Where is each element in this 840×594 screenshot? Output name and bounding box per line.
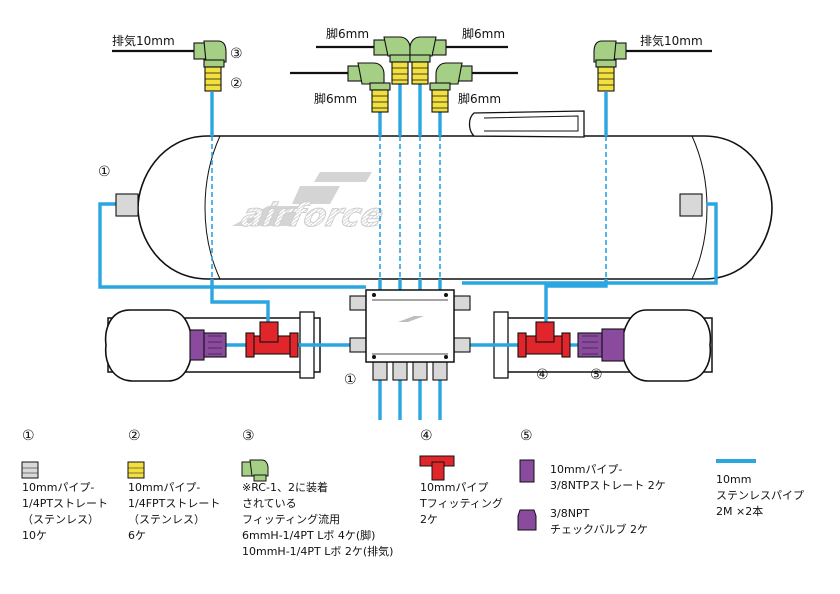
- hose-sleeve: [468, 110, 585, 138]
- tank-right-pipe: [462, 202, 718, 285]
- legend-item-pipe: 10mm ステンレスパイプ 2M ×2本: [716, 472, 804, 520]
- legend-2-line-1: 10mmパイプ-: [128, 481, 201, 494]
- legend-3-line-1: ※RC-1、2に装着: [242, 481, 328, 494]
- label-leg-top-left: 脚6mm: [326, 26, 369, 41]
- legend-num-3: ③: [242, 428, 255, 444]
- silver-manifold-bottom-1: [372, 361, 388, 381]
- legend-1-line-3: （ステンレス）: [22, 513, 99, 526]
- legend-swatch-yellow: [127, 461, 145, 479]
- legend-item-2: ② 10mmパイプ- 1/4FPTストレート （ステンレス） 6ケ: [128, 428, 220, 544]
- silver-manifold-bottom-3: [412, 361, 428, 381]
- legend-item-5-straight: 10mmパイプ- 3/8NTPストレート 2ケ: [550, 462, 666, 494]
- logo-text: airforce: [238, 196, 388, 233]
- yellow-fitting-leg-4: [431, 89, 449, 113]
- elbow-fittings: [193, 36, 627, 91]
- yellow-fitting-leg-3: [371, 89, 389, 113]
- air-tank: [137, 135, 773, 280]
- callout-3: ③: [230, 46, 243, 62]
- callout-5: ⑤: [590, 367, 603, 383]
- silver-manifold-mid-right: [453, 337, 471, 353]
- yellow-fitting-leg-2: [411, 61, 429, 85]
- legend-swatch-silver: [21, 461, 39, 479]
- label-exhaust-left: 排気10mm: [112, 33, 175, 48]
- legend-pipe-line-2: ステンレスパイプ: [716, 489, 804, 502]
- legend-4-line-2: Tフィッティング: [420, 497, 503, 510]
- legend-swatch-check-valve: [517, 509, 537, 531]
- yellow-fittings: [204, 61, 615, 113]
- check-valve-right: [577, 328, 625, 362]
- legend-3-line-4: 6mmH-1/4PT Lボ 4ケ(脚): [242, 529, 376, 542]
- legend-num-4: ④: [420, 428, 433, 444]
- legend-5-straight-line-2: 3/8NTPストレート 2ケ: [550, 479, 666, 492]
- tank-left-pipe: [98, 202, 366, 289]
- label-leg-low-left: 脚6mm: [314, 91, 357, 106]
- exhaust-right-to-tee: [544, 279, 608, 322]
- legend-num-2: ②: [128, 428, 141, 444]
- label-leg-low-right: 脚6mm: [458, 91, 501, 106]
- legend-num-1: ①: [22, 428, 35, 444]
- label-leg-top-right: 脚6mm: [462, 26, 505, 41]
- silver-manifold-bottom-4: [432, 361, 448, 381]
- legend-item-3: ③ ※RC-1、2に装着 されている フィッティング流用 6mmH-1/4PT …: [242, 428, 393, 560]
- callout-1-tank: ①: [98, 164, 111, 180]
- silver-manifold-mid-left: [349, 337, 367, 353]
- legend-2-line-4: 6ケ: [128, 529, 146, 542]
- legend-1-line-4: 10ケ: [22, 529, 47, 542]
- legend-5-valve-line-2: チェックバルブ 2ケ: [550, 523, 648, 536]
- legend-pipe-line-3: 2M ×2本: [716, 505, 764, 518]
- elbow-leg-top-1: [373, 36, 411, 63]
- legend-3-line-3: フィッティング流用: [242, 513, 341, 526]
- legend-item-4: ④ 10mmパイプ Tフィッティング 2ケ: [420, 428, 503, 528]
- legend-4-line-1: 10mmパイプ: [420, 481, 489, 494]
- exhaust-left-to-tee: [210, 279, 270, 322]
- silver-fittings: [115, 193, 703, 381]
- legend-item-5-header: ⑤: [520, 428, 533, 452]
- legend-5-valve-line-1: 3/8NPT: [550, 507, 590, 520]
- legend-swatch-tee: [419, 455, 455, 481]
- silver-manifold-top-left: [349, 295, 367, 311]
- callout-4: ④: [536, 367, 549, 383]
- tee-right: [517, 321, 571, 358]
- manifold-block: [365, 289, 455, 363]
- legend-swatch-elbow: [241, 459, 269, 482]
- legend-pipe-line-1: 10mm: [716, 473, 752, 486]
- legend-item-5-valve: 3/8NPT チェックバルブ 2ケ: [550, 506, 648, 538]
- silver-manifold-top-right: [453, 295, 471, 311]
- elbow-exhaust-left: [193, 40, 227, 68]
- silver-tank-left: [115, 193, 139, 217]
- legend-num-5: ⑤: [520, 428, 533, 444]
- check-valve-left: [189, 329, 227, 361]
- silver-tank-right: [679, 193, 703, 217]
- tee-left: [245, 321, 299, 358]
- callout-1-manifold: ①: [344, 372, 357, 388]
- callout-2: ②: [230, 76, 243, 92]
- legend-swatch-purple-straight: [519, 459, 535, 483]
- label-exhaust-right: 排気10mm: [640, 33, 703, 48]
- legend-3-line-2: されている: [242, 497, 297, 510]
- elbow-leg-low-1: [347, 62, 391, 91]
- airforce-logo: airforce: [232, 172, 388, 234]
- legend-1-line-2: 1/4PTストレート: [22, 497, 109, 510]
- elbow-leg-low-2: [429, 62, 473, 91]
- silver-manifold-bottom-2: [392, 361, 408, 381]
- legend-3-line-5: 10mmH-1/4PT Lボ 2ケ(排気): [242, 545, 394, 558]
- yellow-fitting-leg-1: [391, 61, 409, 85]
- elbow-leg-top-2: [409, 36, 447, 63]
- legend-4-line-3: 2ケ: [420, 513, 438, 526]
- pipe-network: [98, 84, 718, 420]
- legend-1-line-1: 10mmパイプ-: [22, 481, 95, 494]
- legend-2-line-2: 1/4FPTストレート: [128, 497, 221, 510]
- elbow-exhaust-right: [593, 40, 627, 68]
- legend-item-1: ① 10mmパイプ- 1/4PTストレート （ステンレス） 10ケ: [22, 428, 108, 544]
- legend-2-line-3: （ステンレス）: [128, 513, 205, 526]
- legend-5-straight-line-1: 10mmパイプ-: [550, 463, 623, 476]
